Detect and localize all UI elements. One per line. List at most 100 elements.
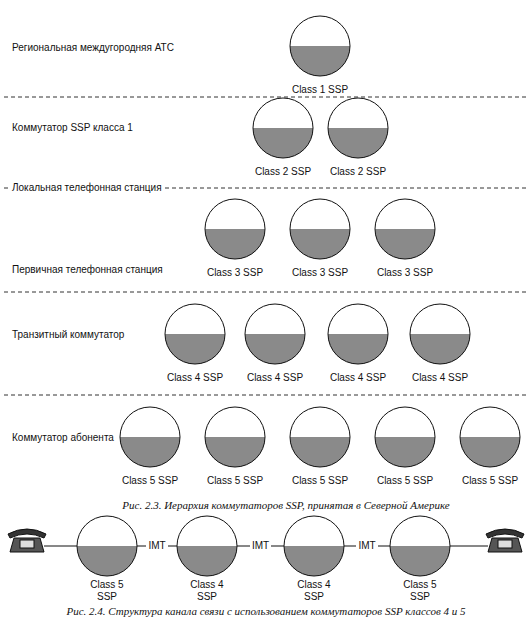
level-separators: [4, 97, 528, 395]
circle-outline: [165, 304, 225, 364]
switch-circle: [176, 515, 238, 577]
circle-top: [375, 407, 435, 467]
circle-outline: [290, 199, 350, 259]
switch-circle: [204, 406, 266, 468]
circle-outline: [390, 516, 450, 576]
switch-label: Class 4 SSP: [330, 372, 386, 384]
switch-circle: [374, 406, 436, 468]
level-separator: [4, 292, 528, 293]
switch-label: Class 3 SSP: [207, 267, 263, 279]
switch-circle: [389, 515, 451, 577]
switch-label: Class 3 SSP: [292, 267, 348, 279]
switch-circle: [283, 515, 345, 577]
ssp-switch: Class 5 SSP: [118, 406, 182, 488]
switch-circle: [289, 15, 351, 77]
circle-shading: [460, 437, 520, 467]
ssp-switch: Class 5 SSP: [203, 406, 267, 488]
circle-outline: [253, 98, 313, 158]
circle-outline: [120, 407, 180, 467]
circle-shading: [245, 334, 305, 364]
switch-label: Class 2 SSP: [330, 166, 386, 178]
trunk-label: IMT: [250, 540, 271, 552]
ssp-switch: Class 4 SSP: [163, 303, 227, 385]
circle-top: [120, 407, 180, 467]
switch-circle: [76, 515, 138, 577]
circle-top: [205, 199, 265, 259]
switch-label: Class 5 SSP: [462, 475, 518, 487]
level-separator: [4, 395, 528, 396]
level-label: Региональная междугородняя АТС: [10, 42, 176, 54]
ssp-switch: Class 5 SSP: [458, 406, 522, 488]
circle-outline: [177, 516, 237, 576]
ssp-switch: Class 4 SSP: [282, 515, 346, 603]
switch-label: Class 4 SSP: [291, 579, 337, 603]
circle-top: [375, 199, 435, 259]
circle-outline: [205, 407, 265, 467]
circle-outline: [245, 304, 305, 364]
subscriber-line: [450, 546, 488, 547]
switch-circle: [409, 303, 471, 365]
circle-top: [460, 407, 520, 467]
switch-circle: [289, 406, 351, 468]
circle-shading: [205, 229, 265, 259]
circle-outline: [205, 199, 265, 259]
circle-shading: [290, 437, 350, 467]
figure-caption: Рис. 2.3. Иерархия коммутаторов SSP, при…: [122, 499, 449, 512]
circle-shading: [120, 437, 180, 467]
circle-outline: [460, 407, 520, 467]
ssp-switch: Class 3 SSP: [373, 198, 437, 280]
switch-circle: [327, 303, 389, 365]
ssp-switch: Class 2 SSP: [251, 97, 315, 179]
circle-top: [245, 304, 305, 364]
circle-shading: [284, 546, 344, 576]
circle-top: [205, 407, 265, 467]
telephone-base: [10, 538, 44, 552]
circle-outline: [328, 304, 388, 364]
circle-top: [290, 199, 350, 259]
telephone-right: [486, 529, 524, 552]
switch-label: Class 1 SSP: [292, 84, 348, 96]
circle-outline: [375, 407, 435, 467]
circle-top: [328, 304, 388, 364]
circle-shading: [375, 229, 435, 259]
circle-shading: [290, 46, 350, 76]
circle-outline: [284, 516, 344, 576]
switch-circle: [204, 198, 266, 260]
circle-top: [284, 516, 344, 576]
circle-shading: [328, 334, 388, 364]
circle-shading: [165, 334, 225, 364]
switch-label: Class 5 SSP: [84, 579, 130, 603]
level-separator: [4, 97, 528, 98]
switch-label: Class 3 SSP: [377, 267, 433, 279]
level-label: Коммутатор абонента: [10, 432, 116, 444]
switch-label: Class 4 SSP: [184, 579, 230, 603]
circle-outline: [77, 516, 137, 576]
switch-circle: [459, 406, 521, 468]
circle-shading: [328, 128, 388, 158]
circle-top: [410, 304, 470, 364]
trunk-label: IMT: [356, 540, 377, 552]
circle-top: [165, 304, 225, 364]
ssp-switch: Class 4 SSP: [326, 303, 390, 385]
circle-shading: [177, 546, 237, 576]
switch-circle: [289, 198, 351, 260]
subscriber-line: [44, 546, 77, 547]
telephone-handset: [8, 529, 46, 538]
switch-label: Class 5 SSP: [397, 579, 443, 603]
switch-circle: [164, 303, 226, 365]
switch-label: Class 2 SSP: [255, 166, 311, 178]
circle-top: [290, 16, 350, 76]
switch-label: Class 4 SSP: [247, 372, 303, 384]
telephone-base: [488, 538, 522, 552]
telephone-handset: [486, 529, 524, 538]
switch-label: Class 5 SSP: [377, 475, 433, 487]
circle-outline: [375, 199, 435, 259]
circle-shading: [205, 437, 265, 467]
circle-outline: [290, 16, 350, 76]
circle-shading: [253, 128, 313, 158]
level-label: Транзитный коммутатор: [10, 329, 126, 341]
switch-label: Class 5 SSP: [292, 475, 348, 487]
level-label: Первичная телефонная станция: [10, 264, 165, 276]
telephone-left: [8, 529, 46, 552]
